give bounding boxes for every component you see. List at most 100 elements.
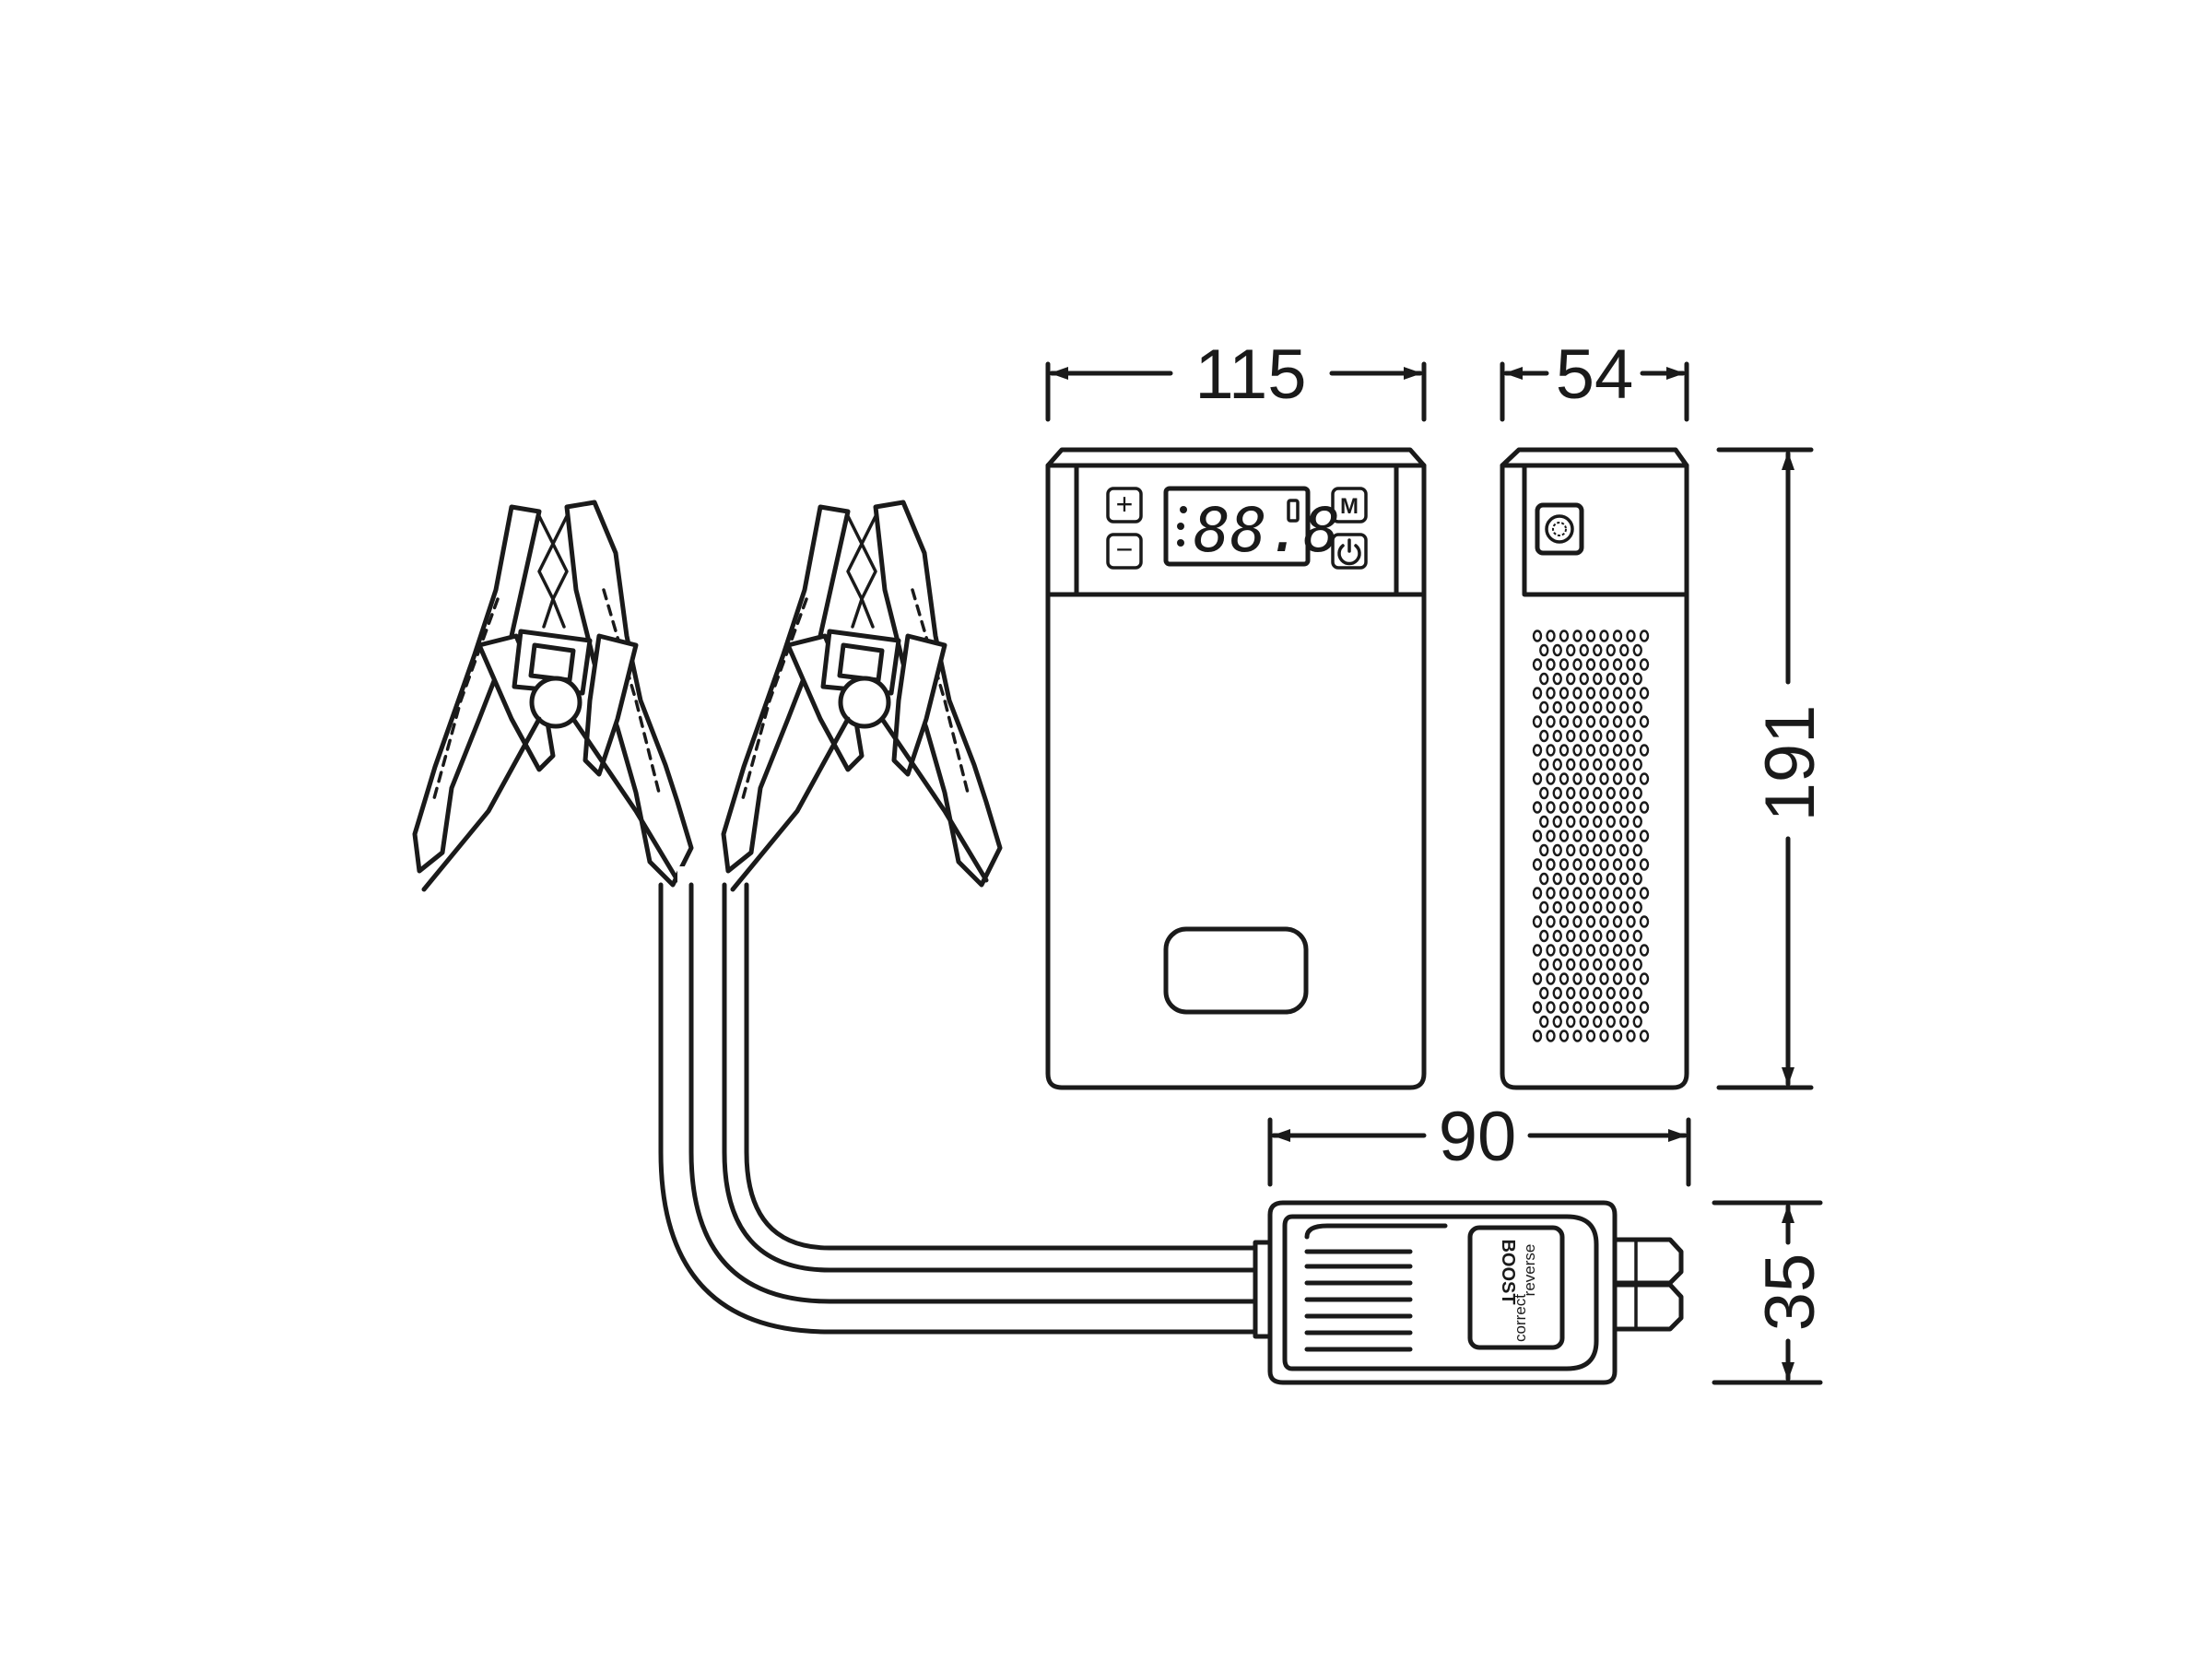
vent-hole — [1632, 958, 1642, 971]
vent-hole — [1579, 786, 1589, 800]
vent-hole — [1599, 1001, 1609, 1014]
vent-hole — [1585, 1030, 1596, 1042]
vent-hole — [1599, 629, 1609, 642]
vent-hole — [1559, 744, 1570, 757]
vent-hole — [1546, 658, 1556, 671]
vent-hole — [1546, 629, 1556, 642]
battery-icon — [1287, 499, 1300, 523]
vent-hole — [1639, 887, 1650, 900]
vent-hole — [1612, 1030, 1623, 1042]
lcd-screen — [1163, 486, 1311, 567]
vent-hole — [1552, 758, 1562, 771]
device-front-view: + − M 88.8 — [1045, 447, 1427, 1090]
vent-hole — [1639, 801, 1650, 814]
vent-hole — [1585, 830, 1596, 842]
vent-hole — [1579, 900, 1589, 914]
vent-hole — [1593, 1015, 1603, 1029]
vent-hole — [1639, 629, 1650, 642]
vent-hole — [1532, 744, 1543, 757]
vent-hole — [1626, 715, 1636, 728]
vent-hole — [1585, 629, 1596, 642]
minus-button[interactable] — [1106, 533, 1143, 570]
vent-hole — [1606, 729, 1616, 743]
vent-hole — [1606, 672, 1616, 686]
vent-hole — [1626, 944, 1636, 957]
vent-hole — [1579, 986, 1589, 1000]
vent-hole — [1546, 858, 1556, 871]
dim-height: 191 — [1751, 705, 1830, 822]
vent-hole — [1572, 801, 1583, 814]
vent-hole — [1632, 815, 1642, 829]
vent-hole — [1593, 700, 1603, 714]
vent-hole — [1572, 830, 1583, 842]
vent-hole — [1632, 672, 1642, 686]
vent-hole — [1619, 700, 1630, 714]
vent-hole — [1632, 872, 1642, 886]
vent-hole — [1579, 643, 1589, 657]
vent-hole — [1585, 1001, 1596, 1014]
vent-hole — [1593, 758, 1603, 771]
port-socket — [1535, 502, 1584, 556]
vent-hole — [1585, 772, 1596, 785]
plus-button[interactable] — [1106, 487, 1143, 524]
device-side-view — [1500, 447, 1689, 1090]
vent-hole — [1539, 986, 1549, 1000]
vent-hole — [1593, 986, 1603, 1000]
vent-hole — [1566, 729, 1576, 743]
vent-hole — [1593, 672, 1603, 686]
vent-hole — [1566, 1015, 1576, 1029]
correct-label: correct — [1512, 1294, 1529, 1342]
vent-hole — [1566, 872, 1576, 886]
vent-hole — [1559, 830, 1570, 842]
vent-hole — [1579, 700, 1589, 714]
vent-hole — [1593, 729, 1603, 743]
vent-hole — [1612, 972, 1623, 985]
vent-hole — [1572, 972, 1583, 985]
vent-hole — [1546, 830, 1556, 842]
vent-hole — [1599, 858, 1609, 871]
vent-hole — [1612, 830, 1623, 842]
vent-hole — [1552, 729, 1562, 743]
vent-hole — [1626, 830, 1636, 842]
vent-hole — [1599, 972, 1609, 985]
vent-hole — [1619, 643, 1630, 657]
vent-hole — [1532, 1030, 1543, 1042]
vent-hole — [1532, 972, 1543, 985]
vent-hole — [1566, 929, 1576, 943]
vent-hole — [1632, 758, 1642, 771]
vent-hole — [1532, 944, 1543, 957]
vent-hole — [1579, 958, 1589, 971]
vent-hole — [1599, 915, 1609, 928]
vent-hole — [1639, 1001, 1650, 1014]
vent-hole — [1639, 858, 1650, 871]
vent-hole — [1532, 715, 1543, 728]
vent-hole — [1599, 830, 1609, 842]
vent-hole — [1626, 887, 1636, 900]
cables — [658, 882, 1270, 1335]
vent-hole — [1572, 944, 1583, 957]
vent-hole — [1546, 944, 1556, 957]
vent-hole — [1632, 786, 1642, 800]
vent-hole — [1606, 958, 1616, 971]
vent-hole — [1539, 643, 1549, 657]
vent-hole — [1619, 786, 1630, 800]
mode-button[interactable] — [1331, 487, 1368, 524]
vent-hole — [1626, 687, 1636, 700]
vent-hole — [1552, 672, 1562, 686]
vent-hole — [1552, 929, 1562, 943]
vent-hole — [1559, 687, 1570, 700]
vent-hole — [1566, 843, 1576, 857]
vent-hole — [1585, 744, 1596, 757]
vent-hole — [1546, 801, 1556, 814]
vent-hole — [1532, 801, 1543, 814]
vent-hole — [1606, 929, 1616, 943]
vent-hole — [1585, 944, 1596, 957]
vent-hole — [1612, 772, 1623, 785]
vent-hole — [1566, 958, 1576, 971]
vent-hole — [1552, 1015, 1562, 1029]
boost-button[interactable] — [1467, 1225, 1565, 1350]
vent-hole — [1599, 744, 1609, 757]
vent-hole — [1552, 986, 1562, 1000]
vent-hole — [1539, 786, 1549, 800]
